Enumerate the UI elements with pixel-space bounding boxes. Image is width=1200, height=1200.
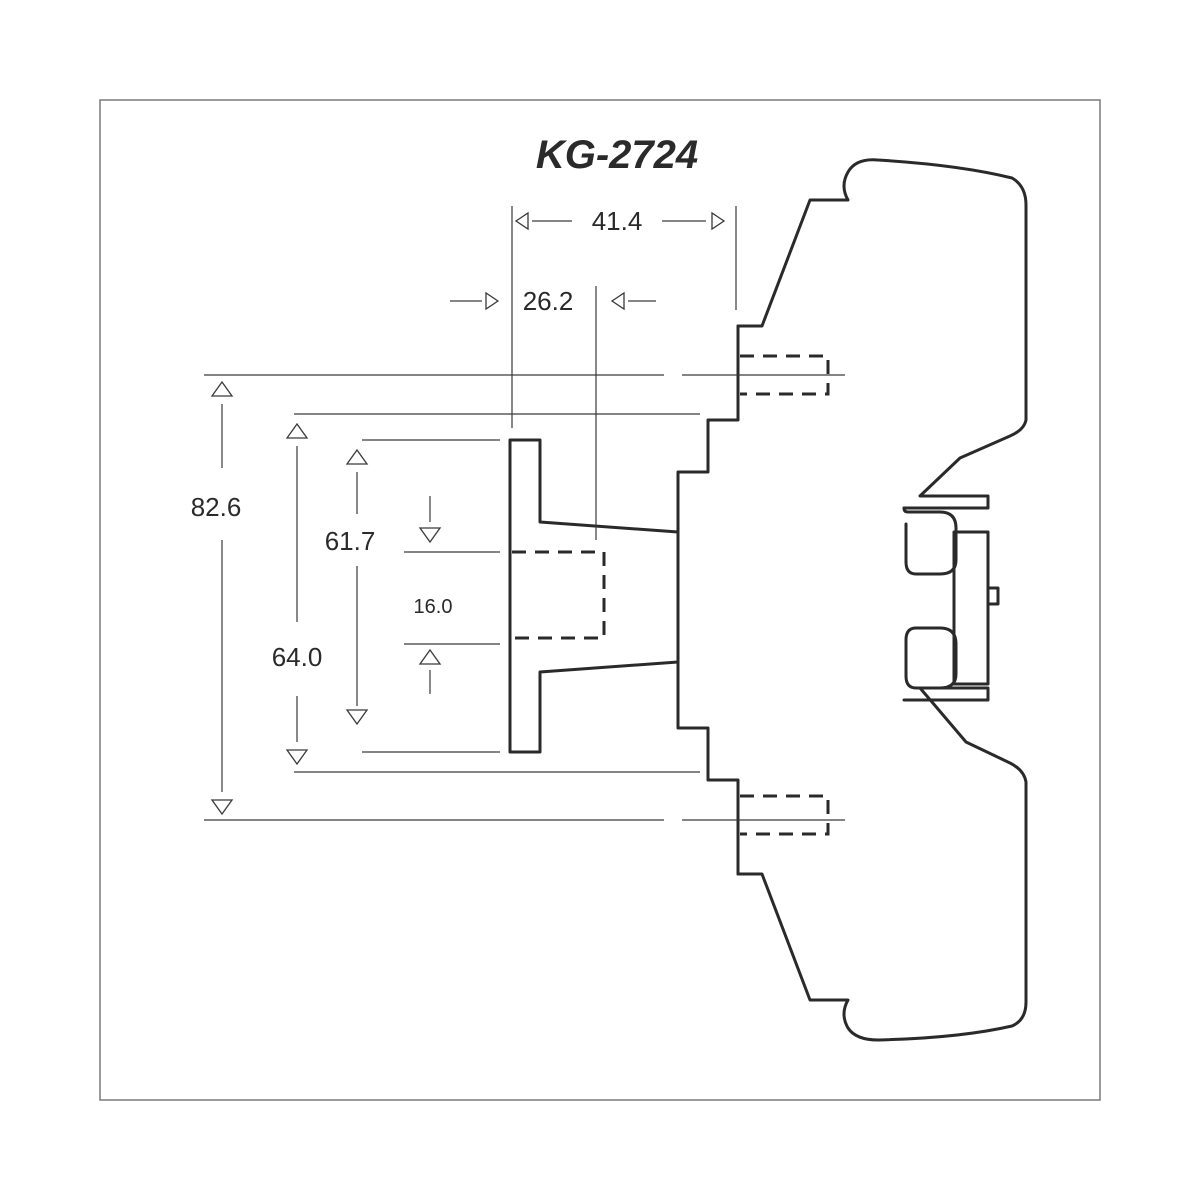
dim-61-7: 61.7 — [325, 526, 376, 556]
arrow-16-bottom — [418, 648, 442, 665]
arrow-61-top — [345, 448, 369, 465]
arrow-41-right — [711, 211, 726, 231]
dim-26-2: 26.2 — [523, 286, 574, 316]
part-number-title: KG-2724 — [536, 133, 698, 177]
terminal-body-outline — [736, 158, 1028, 510]
clip-plate — [952, 530, 990, 686]
arrow-61-bottom — [345, 709, 369, 726]
mounting-flange — [508, 438, 680, 754]
arrow-26-right — [610, 291, 625, 311]
hidden-screw-upper — [740, 354, 830, 396]
hidden-slot — [512, 550, 606, 640]
clip-lower — [904, 626, 958, 690]
arrow-82-top — [210, 380, 234, 397]
clip-upper — [902, 506, 958, 576]
dim-41-4: 41.4 — [592, 206, 643, 236]
arrow-64-top — [285, 422, 309, 439]
hidden-screw-lower — [740, 794, 830, 836]
dim-82-6: 82.6 — [191, 492, 242, 522]
dim-64-0: 64.0 — [272, 642, 323, 672]
dim-16-0: 16.0 — [414, 596, 453, 618]
arrow-82-bottom — [210, 799, 234, 816]
drawing-frame — [99, 99, 1101, 1101]
arrow-41-left — [514, 211, 529, 231]
clip-pin — [986, 586, 1000, 606]
arrow-16-top — [418, 527, 442, 544]
terminal-body-outline-lower — [736, 686, 1028, 1042]
arrow-64-bottom — [285, 749, 309, 766]
arrow-26-left — [485, 291, 500, 311]
